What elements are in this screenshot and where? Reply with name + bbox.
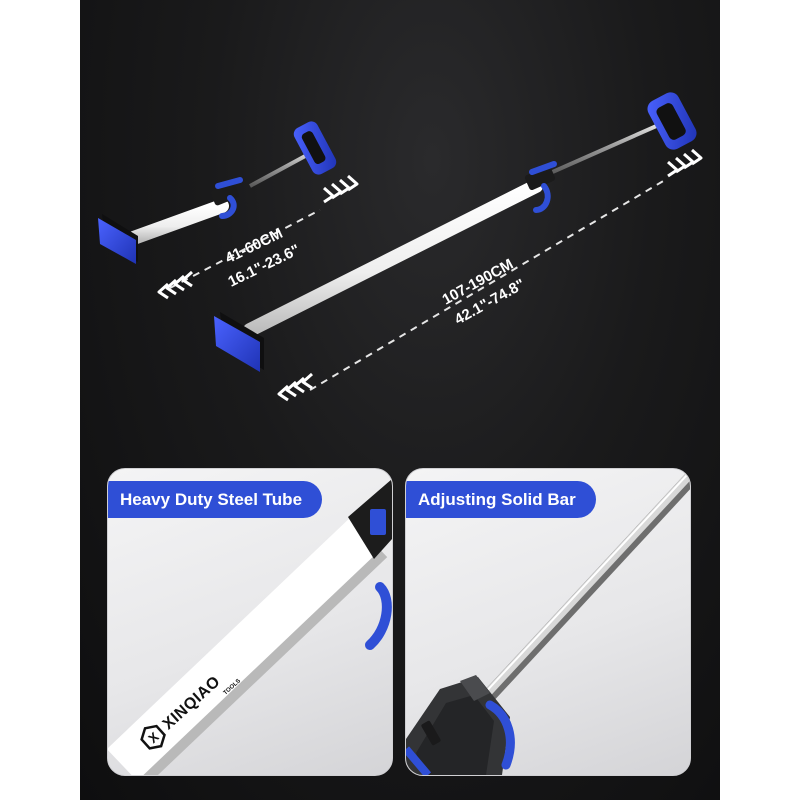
hexagon-logo-icon	[140, 724, 166, 750]
solid-bar-closeup	[406, 474, 690, 775]
long-bar-near-pad	[214, 312, 264, 372]
steel-tube-closeup: X XINQIAO TOOLS	[108, 479, 392, 775]
long-bar-lock-lever	[524, 161, 557, 213]
feature-label-solid-bar: Adjusting Solid Bar	[406, 481, 596, 518]
long-bar-arrows-left	[277, 372, 313, 402]
short-bar-arrows-right	[323, 174, 359, 204]
long-bar-tube	[243, 179, 543, 337]
long-bar-arrows-right	[667, 148, 703, 178]
feature-card-steel-tube: X XINQIAO TOOLS Heavy Duty Steel Tube	[107, 468, 393, 776]
long-bar-rod	[547, 118, 671, 176]
short-bar-far-pad	[293, 121, 337, 175]
short-bar-arrows-left	[157, 270, 193, 300]
short-bar: 41-60CM 16.1"-23.6"	[98, 121, 359, 300]
short-bar-lock-lever	[210, 177, 243, 219]
product-scene: 41-60CM 16.1"-23.6"	[98, 92, 703, 402]
feature-card-solid-bar: Adjusting Solid Bar	[405, 468, 691, 776]
dark-background-panel: 41-60CM 16.1"-23.6"	[80, 0, 720, 800]
feature-label-steel-tube: Heavy Duty Steel Tube	[108, 481, 323, 518]
short-bar-dimension-line	[169, 209, 321, 289]
short-bar-near-pad	[98, 214, 138, 264]
long-bar-far-pad	[647, 92, 697, 150]
long-bar-dimension-line	[309, 179, 666, 391]
short-bar-tube	[121, 199, 229, 247]
